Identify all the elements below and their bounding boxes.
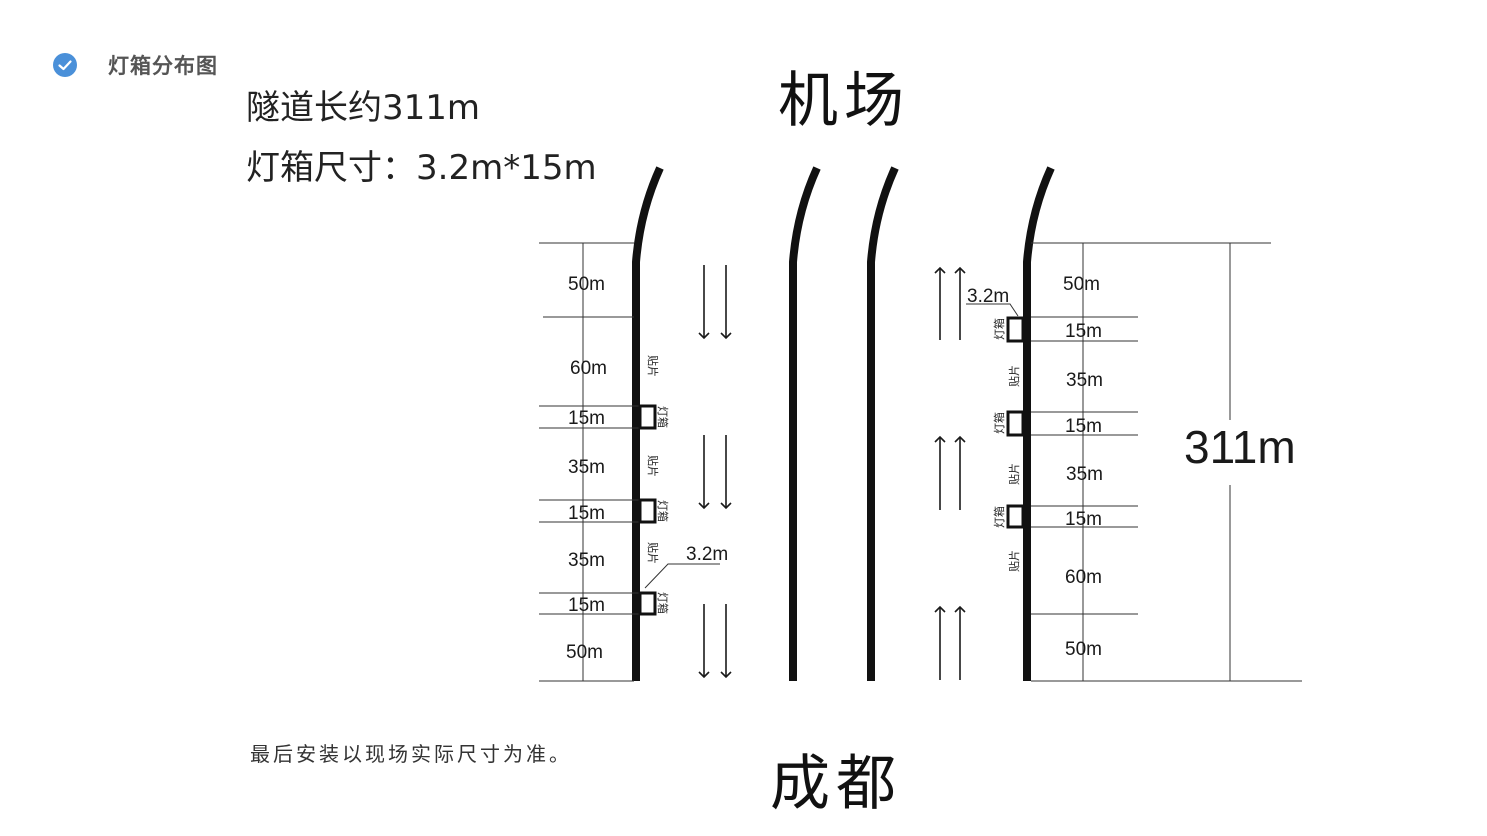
sticker-tag: 贴片 [1007, 365, 1021, 387]
box-tag: 灯箱 [992, 318, 1006, 340]
segment-label: 50m [1065, 639, 1102, 660]
median-wall-1 [789, 166, 821, 681]
sticker-tag: 贴片 [646, 355, 660, 377]
destination-top: 机场 [778, 66, 910, 136]
segment-label: 15m [1065, 416, 1102, 437]
box-tag: 灯箱 [992, 506, 1006, 528]
light-box [638, 591, 657, 616]
box-tag: 灯箱 [992, 412, 1006, 434]
left-segment-labels: 50m 60m 15m 35m 15m 35m 15m 50m [566, 274, 607, 663]
up-arrows [934, 266, 966, 680]
total-length-label: 311m [1184, 421, 1296, 473]
header-title: 灯箱分布图 [108, 54, 218, 78]
sticker-tag: 贴片 [1007, 463, 1021, 485]
check-circle-icon [53, 53, 77, 77]
segment-label: 50m [1063, 274, 1100, 295]
left-dimension-lines [539, 242, 640, 682]
light-box [638, 498, 657, 524]
destination-bottom: 成都 [770, 749, 902, 819]
segment-label: 15m [568, 503, 605, 524]
width-leader-right [966, 303, 1019, 317]
light-box [1006, 504, 1025, 529]
segment-label: 35m [1066, 464, 1103, 485]
segment-label: 15m [568, 595, 605, 616]
segment-label: 15m [568, 408, 605, 429]
segment-label: 60m [1065, 567, 1102, 588]
segment-label: 50m [566, 642, 603, 663]
sticker-tag: 贴片 [646, 455, 660, 477]
right-wall [1023, 166, 1055, 681]
light-box [1006, 410, 1025, 437]
left-wall-tags: 灯箱 灯箱 灯箱 贴片 贴片 贴片 [646, 355, 670, 614]
light-box [1006, 316, 1025, 343]
section-header: 灯箱分布图 [52, 50, 218, 80]
box-width-label: 3.2m [686, 544, 728, 565]
segment-label: 15m [1065, 509, 1102, 530]
light-box [638, 404, 657, 430]
tunnel-length-text: 隧道长约311m [246, 88, 481, 128]
segment-label: 60m [570, 358, 607, 379]
down-arrows [698, 265, 732, 679]
sticker-tag: 贴片 [1007, 550, 1021, 572]
segment-label: 35m [568, 550, 605, 571]
median-wall-2 [867, 166, 899, 681]
left-wall [632, 166, 664, 681]
right-segment-labels: 50m 15m 35m 15m 35m 15m 60m 50m [1063, 274, 1103, 660]
right-wall-tags: 灯箱 灯箱 灯箱 贴片 贴片 贴片 [992, 318, 1021, 572]
box-tag: 灯箱 [656, 592, 670, 614]
box-width-label: 3.2m [967, 286, 1009, 307]
left-light-boxes [638, 404, 657, 616]
box-tag: 灯箱 [656, 500, 670, 522]
segment-label: 35m [568, 457, 605, 478]
segment-label: 50m [568, 274, 605, 295]
segment-label: 15m [1065, 321, 1102, 342]
right-dimension-lines [1031, 242, 1302, 682]
segment-label: 35m [1066, 370, 1103, 391]
box-size-text: 灯箱尺寸：3.2m*15m [246, 148, 597, 188]
install-note: 最后安装以现场实际尺寸为准。 [250, 742, 572, 766]
box-tag: 灯箱 [656, 406, 670, 428]
sticker-tag: 贴片 [646, 542, 660, 564]
right-light-boxes [1006, 316, 1025, 529]
width-leader-left [644, 563, 720, 589]
